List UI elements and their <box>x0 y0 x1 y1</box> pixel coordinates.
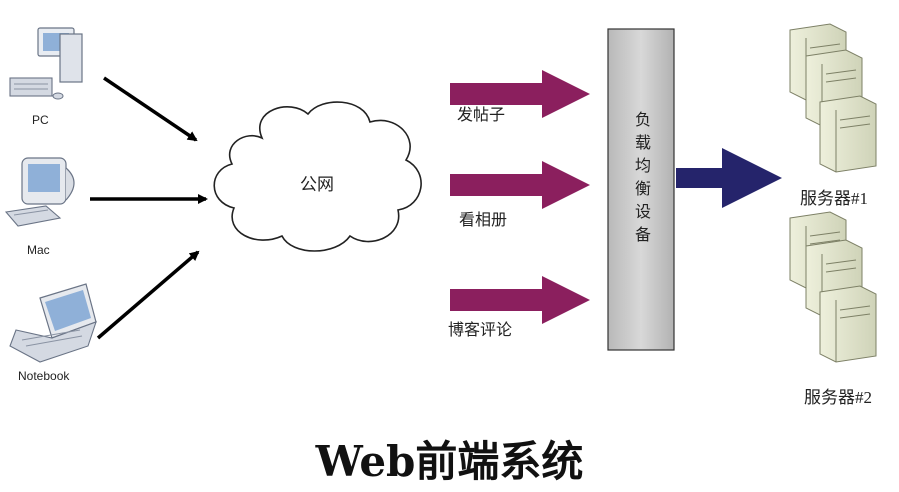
client-label-notebook: Notebook <box>18 369 70 383</box>
server-label-1: 服务器#1 <box>800 189 868 208</box>
laptop-icon <box>9 283 97 363</box>
client-label-mac: Mac <box>27 243 50 257</box>
load-balancer-box <box>607 28 675 351</box>
server-label-2: 服务器#2 <box>804 388 872 407</box>
action-label-album: 看相册 <box>459 212 508 229</box>
arrow-notebook-to-network <box>96 250 200 340</box>
diagram-title: Web前端系统 <box>315 437 584 486</box>
server-rack-icon <box>789 211 877 363</box>
load-balancer-label: 负载均衡设备 <box>634 110 651 244</box>
output-arrow <box>676 148 782 208</box>
action-label-comment: 博客评论 <box>448 322 513 339</box>
arrow-pc-to-network <box>103 76 198 142</box>
imac-icon <box>4 157 75 227</box>
client-label-pc: PC <box>32 113 49 127</box>
action-arrow-2 <box>450 161 590 209</box>
network-label: 公网 <box>300 175 334 194</box>
action-label-post: 发帖子 <box>457 107 506 124</box>
action-arrow-1 <box>450 70 590 118</box>
server-rack-icon <box>789 23 877 173</box>
desktop-pc-icon <box>9 27 83 100</box>
network-cloud <box>213 101 422 252</box>
action-arrow-3 <box>450 276 590 324</box>
